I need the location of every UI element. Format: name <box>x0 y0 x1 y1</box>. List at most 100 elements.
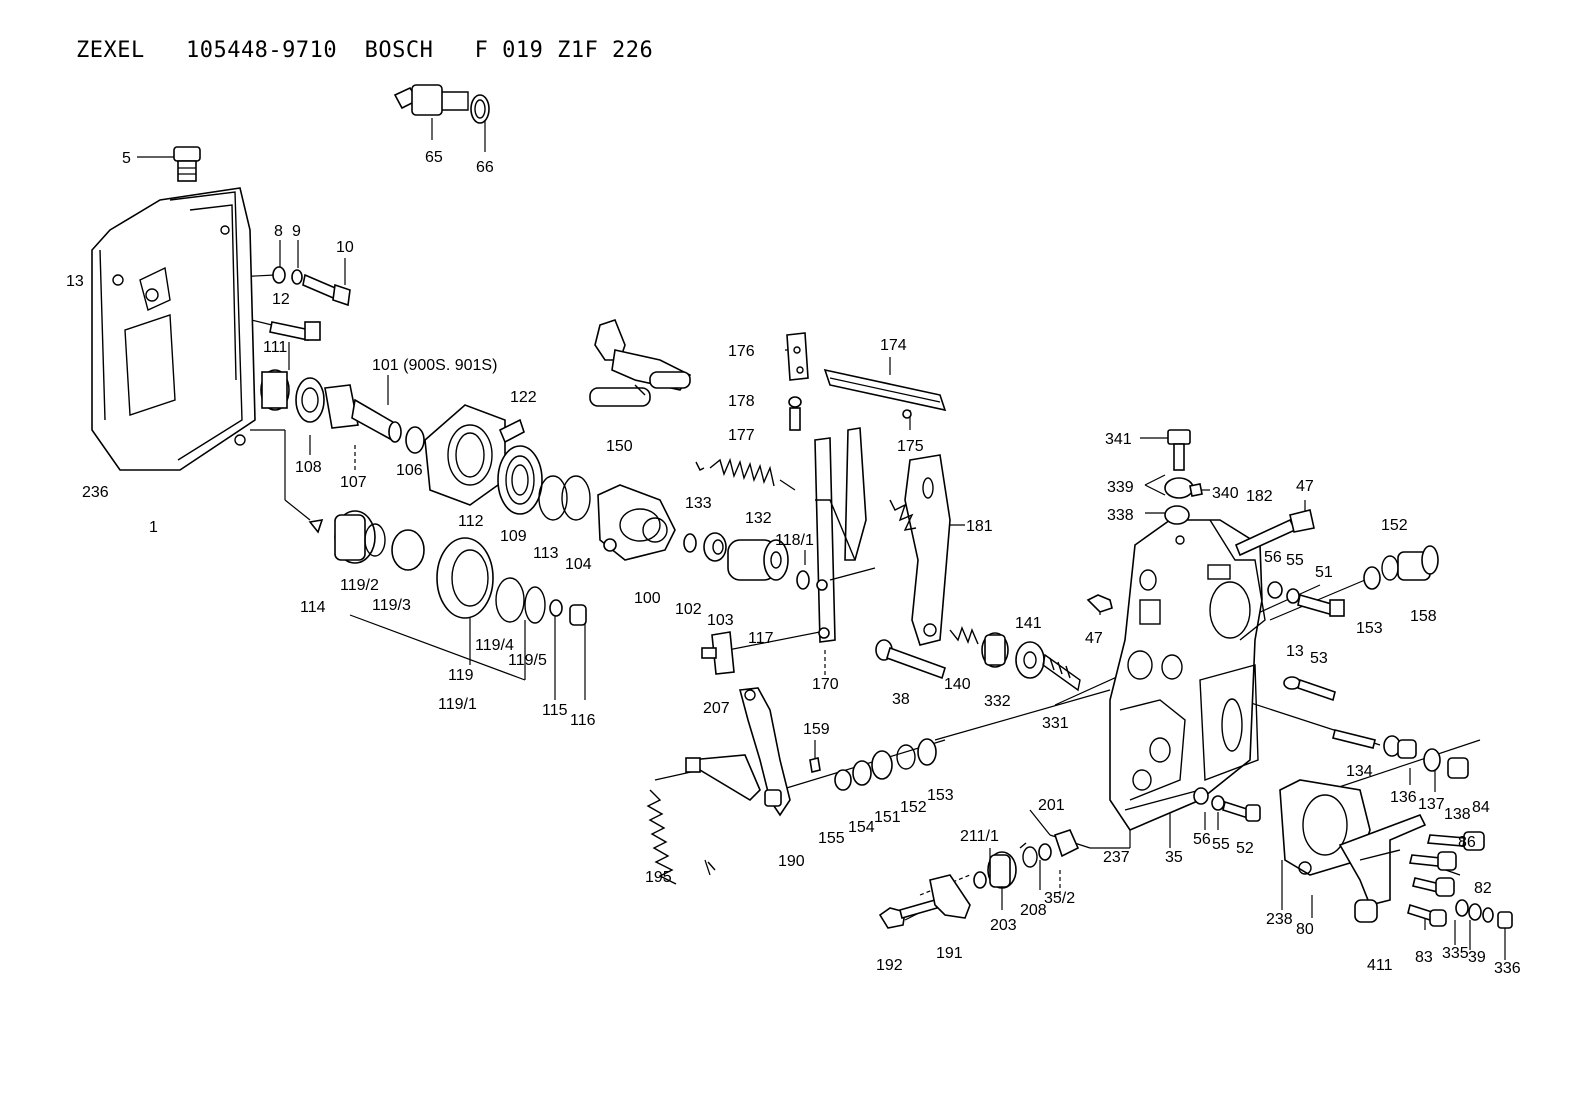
label-39: 39 <box>1468 949 1486 966</box>
label-116: 116 <box>570 712 596 729</box>
bolt-set-51 <box>1267 581 1345 617</box>
label-47-left: 47 <box>1085 630 1103 647</box>
label-119-5: 119/5 <box>508 652 547 669</box>
plug-5 <box>173 146 201 182</box>
lever-190 <box>646 687 821 885</box>
washers-102-103 <box>683 532 727 562</box>
label-56-top: 56 <box>1264 549 1282 566</box>
label-117: 117 <box>748 630 774 647</box>
label-84: 84 <box>1472 799 1490 816</box>
label-140: 140 <box>944 676 971 693</box>
washer-stack <box>834 738 937 791</box>
label-111: 111 <box>263 339 287 356</box>
label-13-right: 13 <box>1286 643 1304 660</box>
label-115: 115 <box>542 702 568 719</box>
adjusting-screw-set <box>875 626 1081 692</box>
label-150: 150 <box>606 438 633 455</box>
label-119-4: 119/4 <box>475 637 514 654</box>
label-13-left: 13 <box>66 273 84 290</box>
flange-bearing-112-109 <box>424 404 591 521</box>
label-119: 119 <box>448 667 474 684</box>
label-55-lower: 55 <box>1212 836 1230 853</box>
label-114: 114 <box>300 599 326 616</box>
label-106: 106 <box>396 462 423 479</box>
label-137: 137 <box>1418 796 1445 813</box>
label-153-right: 153 <box>1356 620 1383 637</box>
screw-set-134 <box>1332 729 1469 779</box>
label-141: 141 <box>1015 615 1042 632</box>
part-65-66 <box>393 84 490 124</box>
label-208: 208 <box>1020 902 1047 919</box>
cover-80 <box>1279 779 1427 923</box>
diagram-title: ZEXEL 105448-9710 BOSCH F 019 Z1F 226 <box>76 38 654 63</box>
label-178: 178 <box>728 393 755 410</box>
label-12: 12 <box>272 291 290 308</box>
label-177: 177 <box>728 427 755 444</box>
label-191: 191 <box>936 945 963 962</box>
label-66: 66 <box>476 159 494 176</box>
pin-182 <box>1086 509 1315 613</box>
lever-181 <box>889 454 951 646</box>
link-parts-174-176 <box>786 332 947 431</box>
label-102: 102 <box>675 601 702 618</box>
label-82: 82 <box>1474 880 1492 897</box>
label-86: 86 <box>1458 834 1476 851</box>
governor-housing-cover <box>91 187 256 471</box>
label-338: 338 <box>1107 507 1134 524</box>
label-176: 176 <box>728 343 755 360</box>
label-119-1: 119/1 <box>438 696 477 713</box>
flyweight-100 <box>597 484 676 561</box>
label-65: 65 <box>425 149 443 166</box>
label-101: 101 (900S. 901S) <box>372 357 497 374</box>
label-80: 80 <box>1296 921 1314 938</box>
label-52: 52 <box>1236 840 1254 857</box>
label-340: 340 <box>1212 485 1239 502</box>
label-159: 159 <box>803 721 830 738</box>
label-56-lower: 56 <box>1193 831 1211 848</box>
label-108: 108 <box>295 459 322 476</box>
label-339: 339 <box>1107 479 1134 496</box>
label-134: 134 <box>1346 763 1373 780</box>
label-195: 195 <box>645 869 672 886</box>
label-47-top: 47 <box>1296 478 1314 495</box>
label-152-right: 152 <box>1381 517 1408 534</box>
shaft-assembly-107 <box>260 369 425 454</box>
label-236: 236 <box>82 484 109 501</box>
label-175: 175 <box>897 438 924 455</box>
block-207 <box>701 631 735 675</box>
label-132: 132 <box>745 510 772 527</box>
label-158: 158 <box>1410 608 1437 625</box>
sleeve <box>727 539 810 590</box>
lever-150 <box>589 319 692 407</box>
label-113: 113 <box>533 545 559 562</box>
label-336: 336 <box>1494 960 1521 977</box>
label-51: 51 <box>1315 564 1333 581</box>
label-153-lower: 153 <box>927 787 954 804</box>
banjo-bolt-set <box>1164 429 1203 525</box>
label-331: 331 <box>1042 715 1069 732</box>
label-9: 9 <box>292 223 301 240</box>
label-119-2: 119/2 <box>340 577 379 594</box>
label-190: 190 <box>778 853 805 870</box>
label-138: 138 <box>1444 806 1471 823</box>
label-170: 170 <box>812 676 839 693</box>
label-8: 8 <box>274 223 283 240</box>
label-107: 107 <box>340 474 367 491</box>
label-100: 100 <box>634 590 661 607</box>
gear-assembly-119 <box>308 510 587 626</box>
label-103: 103 <box>707 612 734 629</box>
right-bolts <box>1407 831 1513 929</box>
label-109: 109 <box>500 528 527 545</box>
label-201: 201 <box>1038 797 1065 814</box>
cap-158 <box>1363 545 1439 590</box>
label-35-2: 35/2 <box>1044 890 1075 907</box>
label-238: 238 <box>1266 911 1293 928</box>
label-5: 5 <box>122 150 131 167</box>
label-211-1: 211/1 <box>960 828 999 845</box>
label-136: 136 <box>1390 789 1417 806</box>
label-154: 154 <box>848 819 875 836</box>
label-341: 341 <box>1105 431 1132 448</box>
label-55-top: 55 <box>1286 552 1304 569</box>
label-174: 174 <box>880 337 907 354</box>
